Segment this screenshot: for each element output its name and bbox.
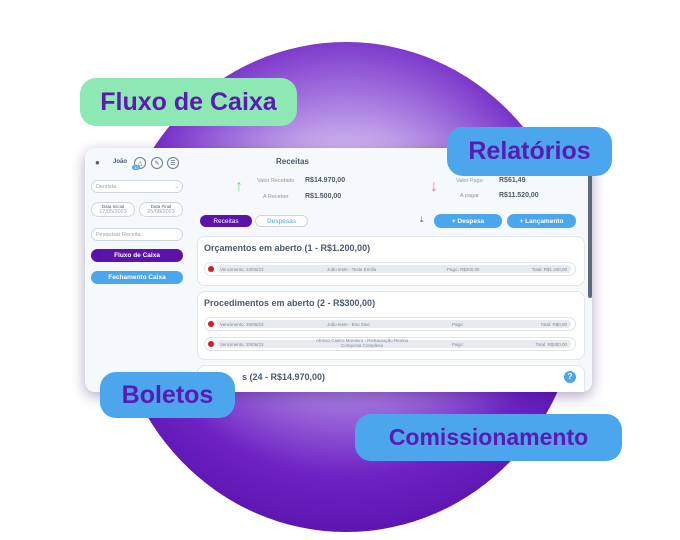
list-item[interactable]: Vencimento: 23/06/23 João teste - Teste … [204,262,576,276]
download-icon[interactable]: ⤓ [420,215,424,224]
edit-icon[interactable]: ✎ [151,157,163,169]
search-input[interactable]: Pesquisar Receita [91,228,183,241]
due-date: Vencimento: 23/06/23 [220,266,264,272]
user-name: João [113,159,128,165]
a-receber: R$1.500,00 [305,193,342,200]
cancel-icon[interactable] [208,341,214,347]
section-title: Procedimentos em aberto (2 - R$300,00) [204,298,376,308]
add-despesa-button[interactable]: + Despesa [434,214,502,228]
a-pagar-label: A pagar [460,193,479,199]
arrow-up-icon: ↑ [235,178,243,195]
page-title: Receitas [276,157,309,166]
paid: Pago: R$200,00 [447,266,480,272]
notification-badge: 32 [132,165,141,170]
boletos-badge: Boletos [100,372,235,418]
start-date-label: Data Inicial [101,204,125,209]
paid: Pago: [452,321,464,327]
user-icon: ● [95,158,100,167]
section-title: s (24 - R$14.970,00) [242,372,326,382]
valor-recebido-label: Valor Recebido [257,178,295,184]
description: Afonso Castro Monteiro - Restauração Res… [315,338,409,348]
cancel-icon[interactable] [208,321,214,327]
total: Total: R$1.400,00 [531,266,567,272]
valor-recebido: R$14.970,00 [305,177,346,184]
arrow-down-icon: ↓ [430,178,438,195]
start-date-value: 17/05/2023 [99,209,127,215]
end-date-label: Data Final [150,204,172,209]
relatorios-badge: Relatórios [447,127,612,176]
menu-icon[interactable]: ☰ [167,157,179,169]
end-date-value: 25/08/2023 [147,209,175,215]
dentist-select[interactable]: Dentista ⌄ [91,180,183,193]
cancel-icon[interactable] [208,266,214,272]
fluxo-de-caixa-button[interactable]: Fluxo de Caixa [91,249,183,262]
fechamento-caixa-button[interactable]: Fechamento Caixa [91,271,183,284]
total: Total: R$0,00 [540,321,567,327]
description: João teste - Teste Emília [327,266,377,272]
a-pagar: R$11.520,00 [499,192,539,199]
paid: Pago: [452,341,464,347]
dentist-placeholder: Dentista [96,183,117,190]
procedimentos-card: Procedimentos em aberto (2 - R$300,00) V… [197,291,585,360]
description: João teste - Exo Siso [327,321,370,327]
search-placeholder: Pesquisar Receita [96,231,141,238]
bell-icon[interactable]: △ [134,157,146,169]
valor-pago: R$61,49 [499,177,526,184]
scrollbar[interactable] [588,168,592,298]
a-receber-label: A Receber [263,194,289,200]
tab-receitas[interactable]: Receitas [200,215,252,227]
due-date: Vencimento: 26/05/23 [220,321,264,327]
chevron-down-icon: ⌄ [174,183,179,190]
list-item[interactable]: Vencimento: 26/05/23 João teste - Exo Si… [204,317,576,331]
tab-despesas[interactable]: Despesas [255,215,308,227]
fluxo-de-caixa-badge: Fluxo de Caixa [80,78,297,126]
total: Total: R$300,00 [535,341,567,347]
section-title: Orçamentos em aberto (1 - R$1.200,00) [204,243,371,253]
add-lancamento-button[interactable]: + Lançamento [507,214,576,228]
orcamentos-card: Orçamentos em aberto (1 - R$1.200,00) Ve… [197,236,585,286]
comissionamento-badge: Comissionamento [355,414,622,461]
due-date: Vencimento: 20/06/23 [220,341,264,347]
receitas-card: s (24 - R$14.970,00) ? [197,365,585,392]
help-icon[interactable]: ? [564,371,576,383]
valor-pago-label: Valor Pago [456,178,483,184]
list-item[interactable]: Vencimento: 20/06/23 Afonso Castro Monte… [204,337,576,351]
